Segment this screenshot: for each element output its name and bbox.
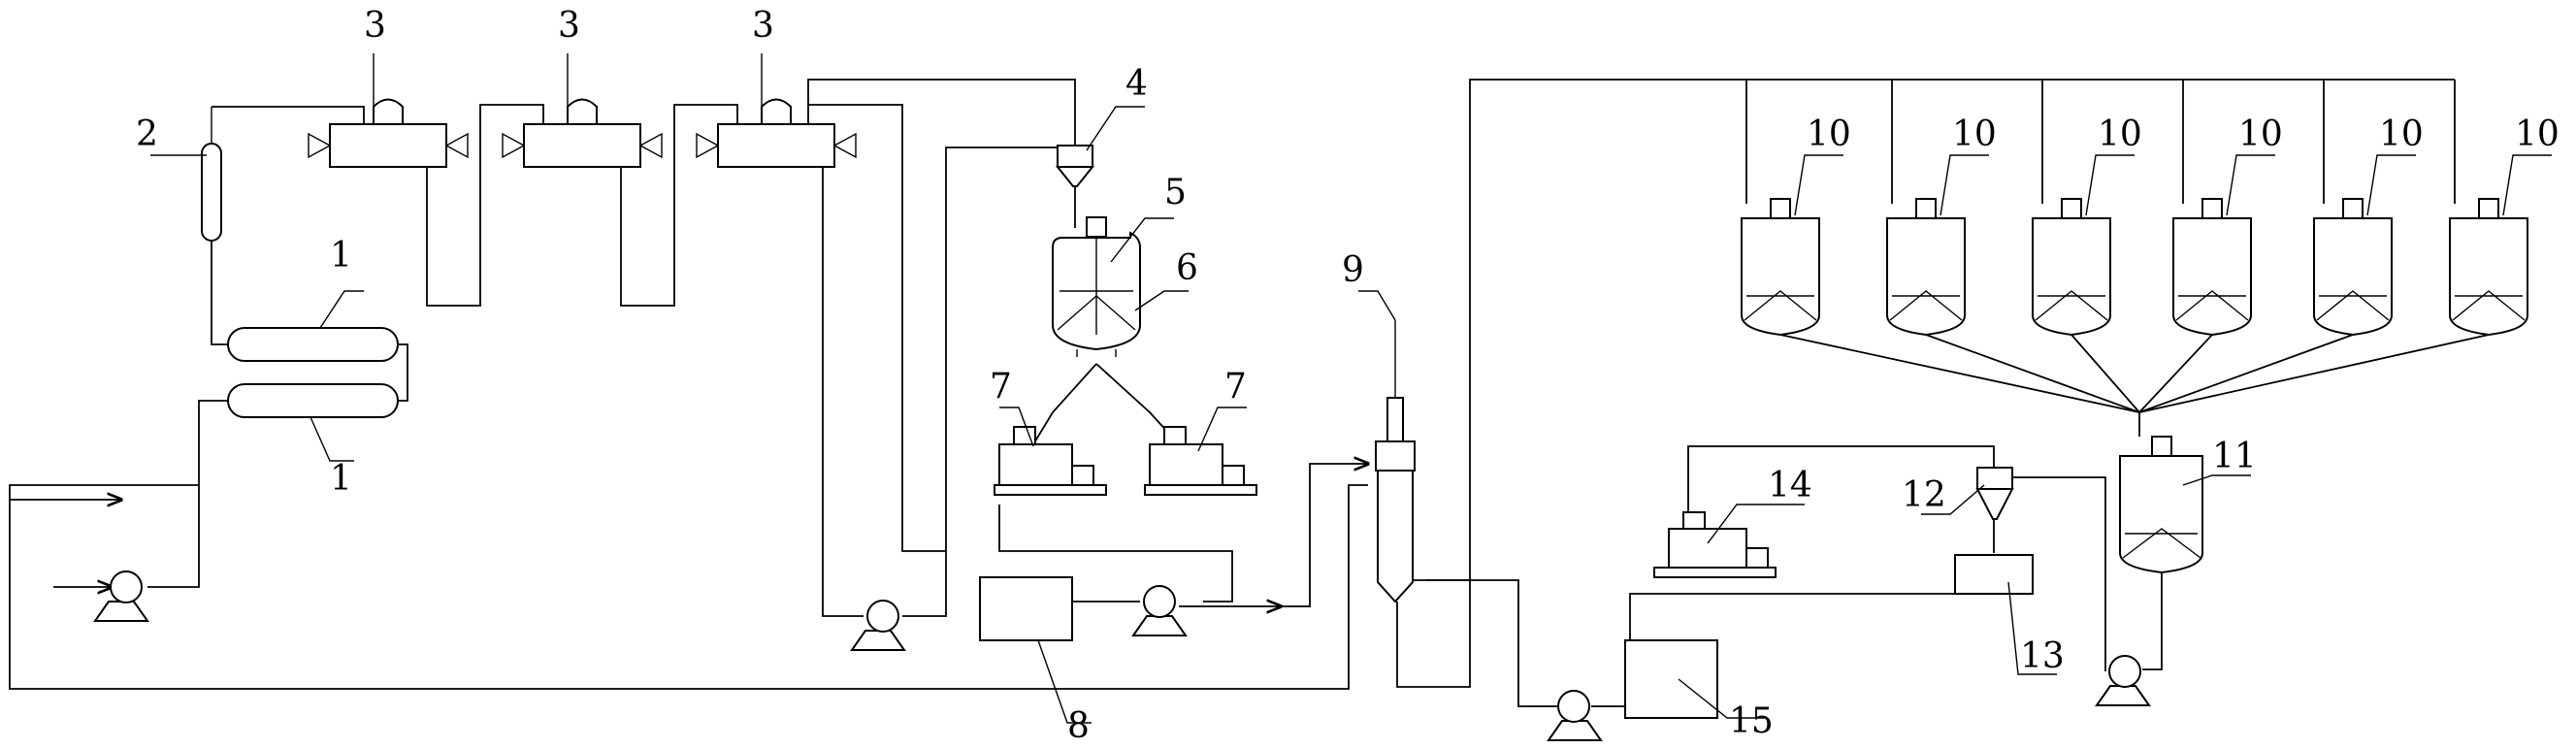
label-10-f: 10 — [2515, 114, 2560, 154]
centrifuge-7-left — [994, 426, 1107, 496]
tank-15 — [1624, 639, 1718, 719]
cyclone12-top-pipe — [1687, 445, 1995, 514]
centrifuge-to-tank-pipe — [998, 505, 1233, 602]
crystallizer10-to-11-lines — [1779, 334, 2490, 437]
column-2 — [201, 107, 222, 242]
heater-loop-pipe — [398, 343, 408, 402]
label-5: 5 — [1164, 173, 1187, 212]
label-3-second: 3 — [558, 6, 580, 46]
crystallizer-10-c — [2032, 198, 2111, 337]
label-7-right: 7 — [1224, 367, 1247, 407]
feed-pipe-to-heater — [9, 484, 1368, 690]
crystallizer-10-a — [1741, 198, 1820, 337]
heater-inlet-pipe — [198, 400, 228, 485]
evaporator-9 — [1375, 320, 1416, 603]
centrifuge-7-right — [1144, 426, 1257, 496]
crystallizer-10-d — [2172, 198, 2252, 337]
label-10-d: 10 — [2238, 114, 2283, 154]
label-2: 2 — [136, 114, 158, 154]
evap3-side-pipe — [808, 104, 946, 552]
evap1-to-evap2-pipe — [426, 104, 544, 307]
label-11: 11 — [2212, 437, 2257, 476]
evap9-bottom-pipe — [1396, 579, 1471, 688]
evap9-to-pump15-pipe — [1426, 579, 1557, 707]
evap3-vapor-pipe — [807, 79, 1076, 147]
heater-to-column-pipe — [211, 238, 228, 345]
pipelines — [9, 79, 2490, 707]
column-to-evap1-pipe — [212, 106, 365, 124]
evaporator-3-second — [502, 98, 663, 168]
tank13-to-tank15-pipe — [1629, 593, 1955, 640]
heater-1-lower — [227, 383, 399, 418]
label-15: 15 — [1729, 701, 1774, 741]
arrow-to-evaporator9 — [1281, 464, 1368, 607]
crystallizer-to-centrifuges — [1032, 363, 1180, 445]
crystallizer-10-b — [1886, 198, 1966, 337]
pump-to-cyclone12-pipe — [2008, 476, 2106, 671]
crystallizer-5 — [1052, 216, 1141, 357]
pump-tank15 — [1547, 690, 1603, 741]
pump-feed — [93, 570, 149, 622]
cyclone-4 — [1055, 145, 1095, 187]
label-6: 6 — [1176, 248, 1198, 288]
pump-tank8 — [1131, 585, 1188, 636]
tank-8 — [979, 576, 1073, 641]
evaporator-3-first — [308, 98, 469, 168]
vapor-header-pipe — [1469, 79, 2455, 580]
label-13: 13 — [2020, 636, 2065, 676]
crystallizer-11 — [2119, 436, 2203, 574]
heater-1-upper — [227, 327, 399, 362]
pump-evap3 — [850, 600, 906, 651]
cyclone-return-pipe — [902, 147, 1058, 617]
label-3-third: 3 — [752, 6, 774, 46]
callouts: 1 1 2 3 3 3 4 5 6 7 7 8 9 10 10 10 10 10… — [136, 6, 2560, 746]
crystallizer-10-f — [2449, 198, 2528, 337]
label-14: 14 — [1768, 466, 1812, 505]
label-10-c: 10 — [2098, 114, 2142, 154]
label-1-upper: 1 — [330, 236, 352, 276]
pump-tank11 — [2095, 655, 2151, 706]
evap2-to-evap3-pipe — [620, 104, 738, 307]
tank11-to-pump-pipe — [2142, 572, 2163, 670]
label-4: 4 — [1125, 64, 1148, 104]
label-7-left: 7 — [990, 367, 1012, 407]
label-3-first: 3 — [364, 6, 386, 46]
crystallizer-10-e — [2313, 198, 2393, 337]
label-8: 8 — [1067, 706, 1090, 746]
label-10-a: 10 — [1807, 114, 1851, 154]
label-9: 9 — [1342, 250, 1364, 290]
evap3-bottom-pipe — [822, 167, 864, 617]
tank-13 — [1954, 554, 2034, 595]
label-1-lower: 1 — [330, 459, 352, 499]
centrifuge-14 — [1653, 511, 1777, 578]
label-10-e: 10 — [2379, 114, 2424, 154]
cyclone-12 — [1975, 467, 2014, 520]
evaporator-3-third — [696, 98, 857, 168]
label-12: 12 — [1902, 475, 1946, 515]
label-10-b: 10 — [1952, 114, 1997, 154]
